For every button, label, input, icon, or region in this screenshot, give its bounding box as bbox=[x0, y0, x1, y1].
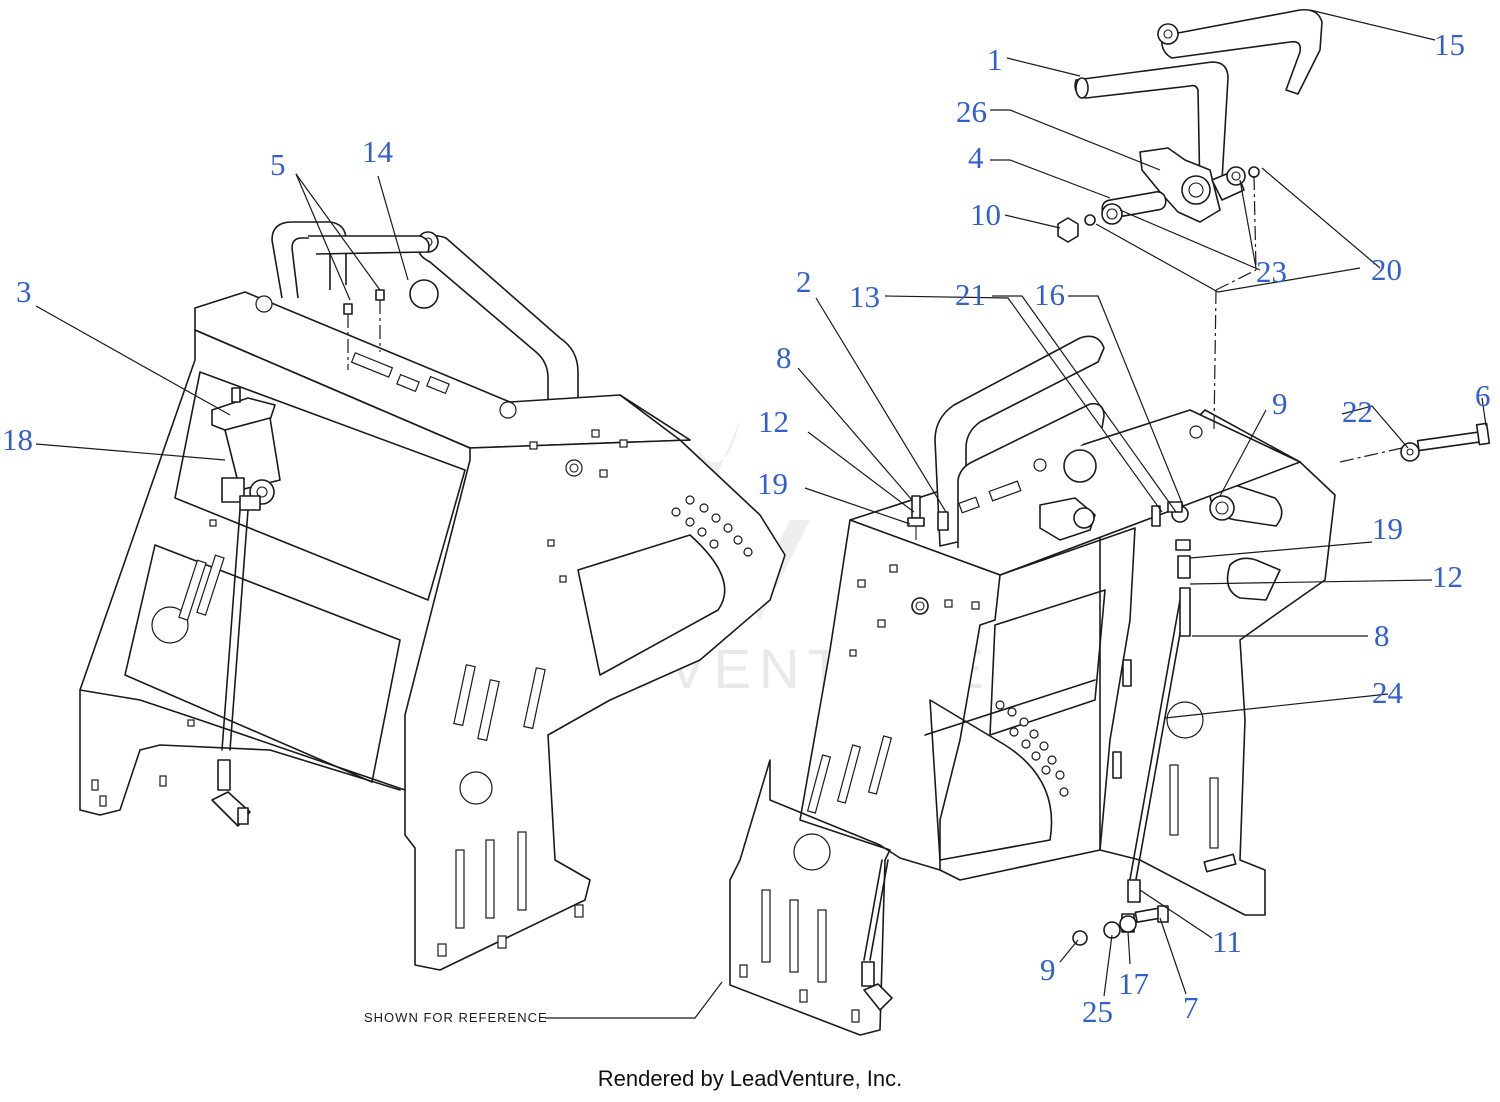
callout-18: 18 bbox=[2, 422, 33, 457]
springs bbox=[1112, 505, 1161, 779]
callout-19-side: 19 bbox=[1372, 511, 1403, 546]
handle-assembly bbox=[1057, 8, 1403, 463]
callout-5: 5 bbox=[270, 147, 286, 182]
callout-20: 20 bbox=[1371, 252, 1402, 287]
callout-17: 17 bbox=[1118, 966, 1149, 1001]
knob-ball bbox=[409, 279, 439, 309]
callout-2: 2 bbox=[796, 264, 812, 299]
callout-12-side: 12 bbox=[1432, 559, 1463, 594]
callout-labels: 1 2 3 4 5 6 7 8 8 9 9 10 11 12 12 13 14 … bbox=[2, 27, 1491, 1029]
right-arc-cutout bbox=[929, 699, 1053, 861]
callout-24: 24 bbox=[1372, 675, 1404, 710]
footer-credit: Rendered by LeadVenture, Inc. bbox=[597, 1066, 903, 1091]
callout-23: 23 bbox=[1256, 254, 1287, 289]
callout-9-bottom: 9 bbox=[1040, 952, 1056, 987]
callout-14: 14 bbox=[362, 134, 394, 169]
callout-8-top: 8 bbox=[776, 340, 792, 375]
right-hole-pattern bbox=[995, 700, 1069, 797]
left-bracket-assembly bbox=[211, 387, 281, 511]
right-handle-loop bbox=[934, 335, 1105, 547]
callout-9-top: 9 bbox=[1272, 386, 1288, 421]
callout-13: 13 bbox=[849, 279, 880, 314]
left-arc-cutout bbox=[577, 534, 726, 676]
callout-6: 6 bbox=[1475, 378, 1491, 413]
left-hole-pattern bbox=[671, 495, 753, 557]
shown-for-reference-note: SHOWN FOR REFERENCE bbox=[364, 1010, 548, 1025]
left-side-plate bbox=[194, 329, 786, 971]
callout-15: 15 bbox=[1434, 27, 1465, 62]
callout-21: 21 bbox=[955, 277, 986, 312]
right-frame-assembly bbox=[729, 335, 1336, 1036]
callout-25: 25 bbox=[1082, 994, 1113, 1029]
callout-7: 7 bbox=[1183, 990, 1199, 1025]
callout-11: 11 bbox=[1212, 924, 1242, 959]
callout-1: 1 bbox=[987, 42, 1003, 77]
exploded-parts-diagram: LEADVENTURE bbox=[2, 8, 1491, 1036]
callout-16: 16 bbox=[1034, 277, 1065, 312]
rod-sleeve bbox=[1177, 555, 1191, 579]
callout-19-top: 19 bbox=[757, 466, 788, 501]
right-knob-ball bbox=[1063, 449, 1097, 483]
right-window bbox=[989, 589, 1106, 736]
pin-and-washer bbox=[1400, 422, 1491, 462]
callout-4: 4 bbox=[968, 140, 984, 175]
callout-26: 26 bbox=[956, 94, 987, 129]
callout-3: 3 bbox=[16, 274, 32, 309]
left-lower-window bbox=[124, 544, 401, 783]
leader-lines bbox=[35, 9, 1487, 1019]
callout-8-side: 8 bbox=[1374, 618, 1390, 653]
left-frame-assembly bbox=[79, 221, 786, 971]
callout-22: 22 bbox=[1342, 394, 1373, 429]
callout-10: 10 bbox=[970, 197, 1001, 232]
callout-12-top: 12 bbox=[758, 404, 789, 439]
handle-bar-right bbox=[1160, 8, 1323, 95]
